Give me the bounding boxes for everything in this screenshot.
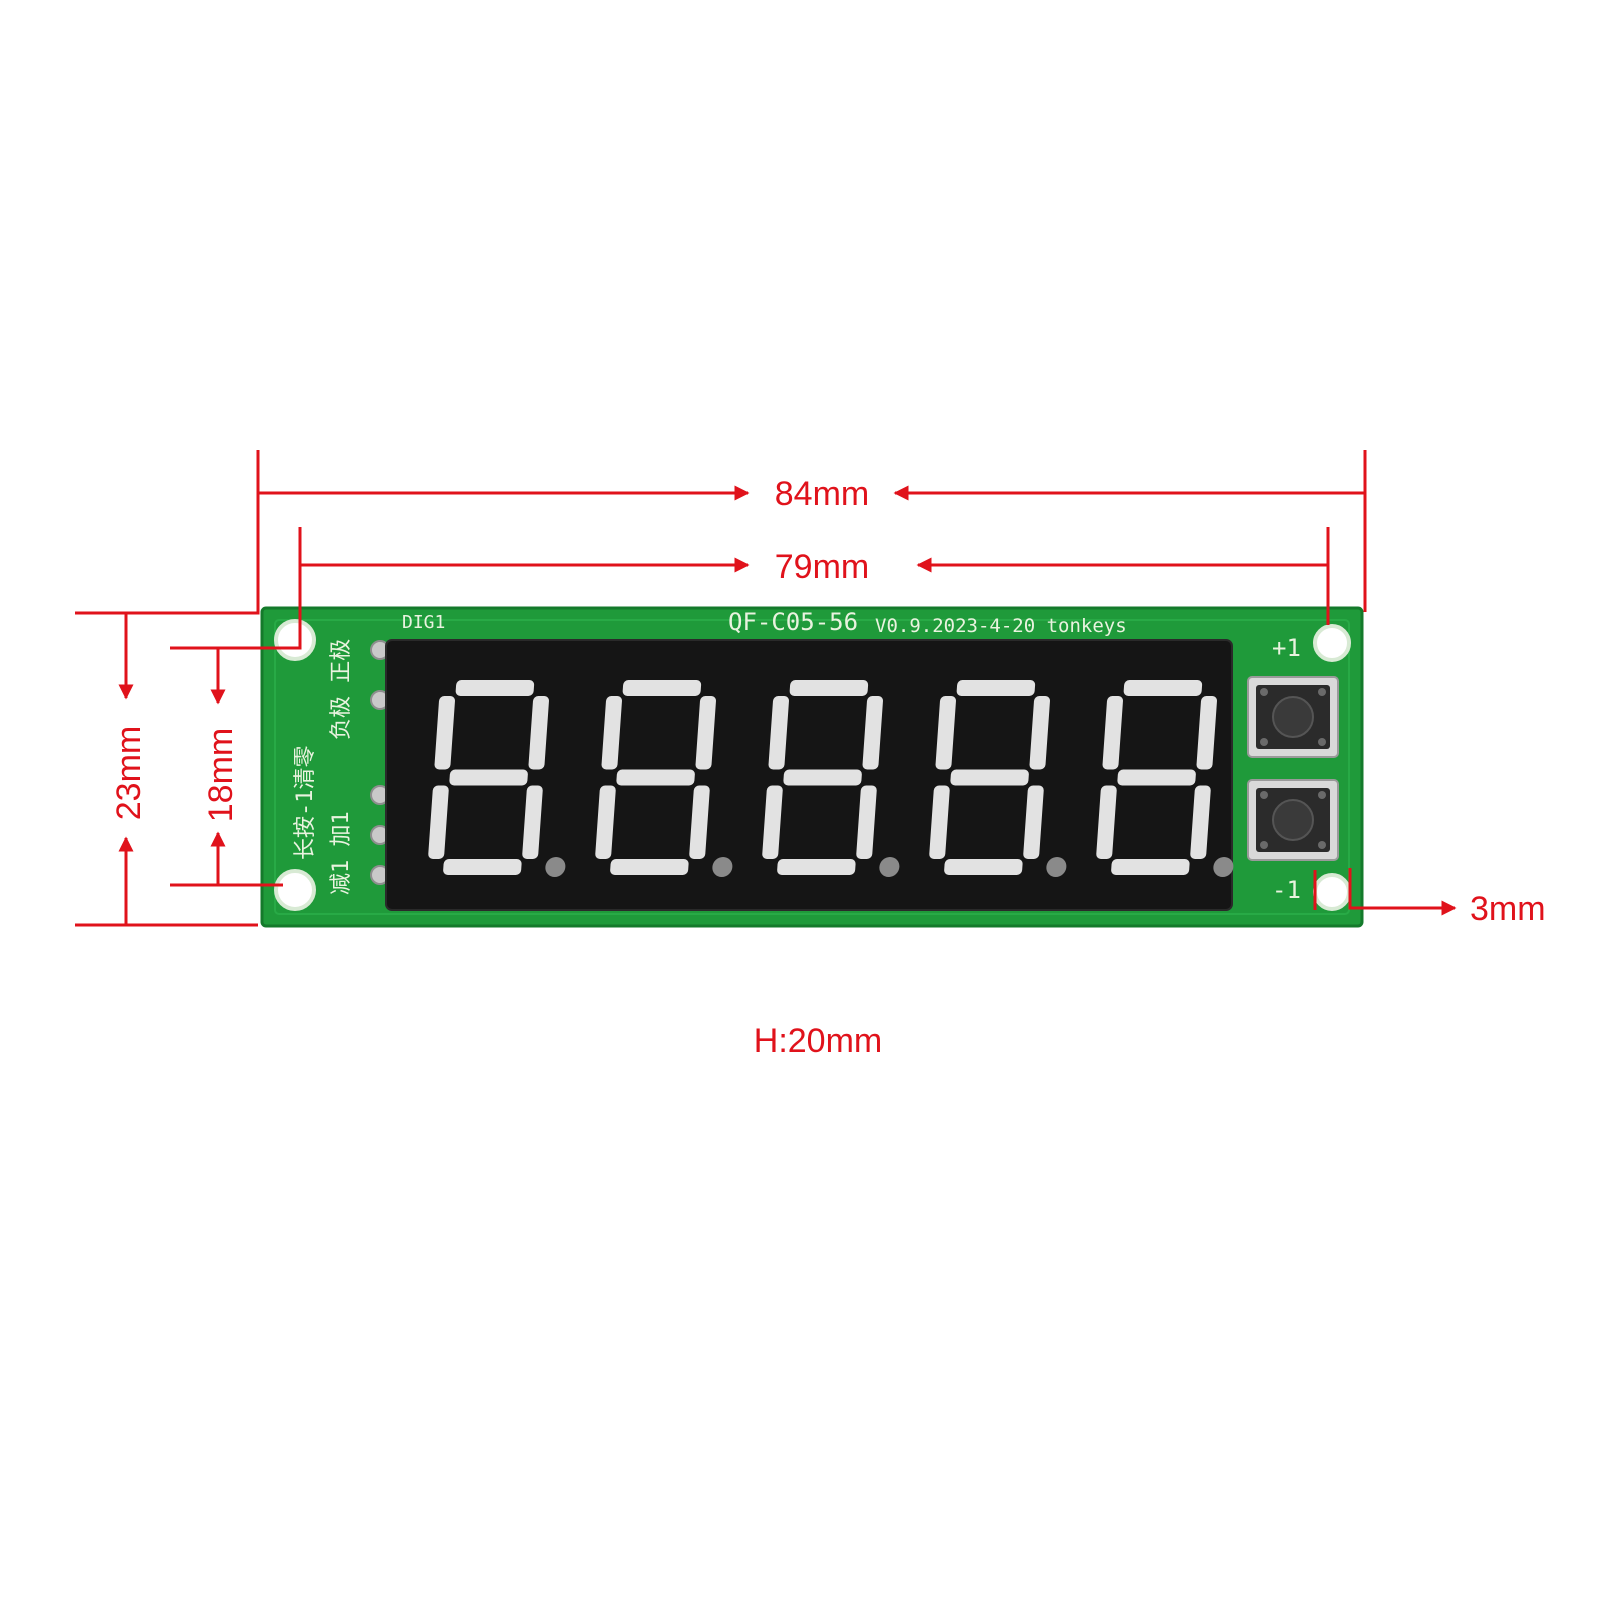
dimension-3mm: 3mm [1470, 890, 1546, 928]
segment-f [935, 696, 956, 770]
segment-b [528, 696, 549, 770]
dimension-23mm: 23mm [110, 726, 148, 820]
segment-b [1196, 696, 1217, 770]
silk-hold-clear: 长按-1清零 [293, 746, 318, 861]
segment-e [1096, 785, 1117, 859]
decimal-point [879, 857, 900, 877]
segment-a [956, 680, 1036, 696]
segment-a [622, 680, 702, 696]
segment-c [1190, 785, 1211, 859]
segment-a [789, 680, 869, 696]
mount-hole-bottom-left [274, 869, 316, 911]
segment-g [449, 769, 528, 786]
seven-segment-display [385, 639, 1234, 911]
segment-b [1029, 696, 1050, 770]
segment-d [944, 859, 1023, 875]
segment-g [616, 769, 695, 786]
plus-button[interactable] [1247, 676, 1339, 758]
segment-b [862, 696, 883, 770]
segment-c [1023, 785, 1044, 859]
minus-button[interactable] [1247, 779, 1339, 861]
segment-d [1111, 859, 1190, 875]
decimal-point [712, 857, 733, 877]
segment-c [689, 785, 710, 859]
digit-1 [428, 680, 566, 877]
mount-hole-top-right [1313, 624, 1351, 662]
digit-2 [595, 680, 733, 877]
segment-g [950, 769, 1029, 786]
digit-4 [929, 680, 1067, 877]
plus-one-label: +1 [1272, 634, 1301, 662]
segment-e [929, 785, 950, 859]
digit-5 [1096, 680, 1234, 877]
decimal-point [545, 857, 566, 877]
display-label: DIG1 [402, 612, 445, 633]
mount-hole-bottom-right [1313, 873, 1351, 911]
mount-hole-top-left [274, 619, 316, 661]
segment-f [601, 696, 622, 770]
silk-minus-plus: 减1 加1 [329, 811, 354, 895]
segment-e [428, 785, 449, 859]
segment-f [1102, 696, 1123, 770]
dimension-84mm: 84mm [775, 475, 869, 513]
extension-line-84-left [75, 450, 260, 615]
extension-line-79-left [170, 527, 302, 650]
segment-d [777, 859, 856, 875]
segment-c [856, 785, 877, 859]
minus-one-label: -1 [1272, 876, 1301, 904]
segment-d [610, 859, 689, 875]
version-label: V0.9.2023-4-20 tonkeys [875, 615, 1127, 637]
segment-e [595, 785, 616, 859]
segment-f [768, 696, 789, 770]
model-label: QF-C05-56 [728, 608, 858, 636]
arrow-3mm [1348, 868, 1457, 916]
segment-f [434, 696, 455, 770]
dimension-height: H:20mm [754, 1022, 882, 1060]
decimal-point [1213, 857, 1234, 877]
digit-3 [762, 680, 900, 877]
segment-b [695, 696, 716, 770]
segment-a [455, 680, 535, 696]
dimension-18mm: 18mm [202, 728, 240, 822]
silk-polarity: 负极 正极 [329, 639, 354, 740]
segment-e [762, 785, 783, 859]
dimension-79mm: 79mm [775, 548, 869, 586]
segment-d [443, 859, 522, 875]
segment-g [1117, 769, 1196, 786]
segment-c [522, 785, 543, 859]
decimal-point [1046, 857, 1067, 877]
segment-a [1123, 680, 1203, 696]
segment-g [783, 769, 862, 786]
display-digits [428, 680, 1234, 877]
